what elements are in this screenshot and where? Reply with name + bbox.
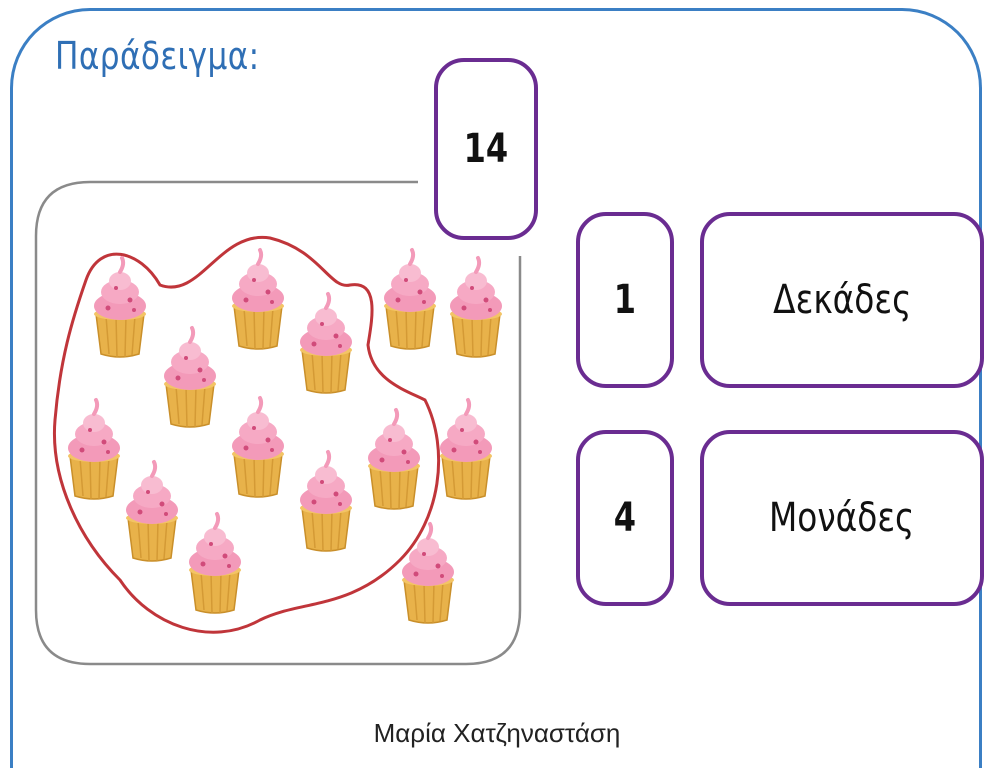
units-label: Μονάδες (769, 495, 915, 541)
cupcake (92, 256, 148, 359)
total-number: 14 (463, 126, 509, 172)
group-outline (52, 235, 441, 634)
cupcake-ungrouped (400, 522, 456, 625)
cupcake (187, 512, 243, 615)
units-label-box: Μονάδες (700, 430, 984, 606)
cupcake (230, 396, 286, 499)
cupcake (366, 408, 422, 511)
tens-label: Δεκάδες (772, 277, 912, 323)
cupcake-ungrouped (438, 398, 494, 501)
cupcake (298, 292, 354, 395)
author-credit: Μαρία Χατζηναστάση (373, 718, 621, 748)
cupcake (124, 460, 180, 563)
page-frame (10, 8, 982, 768)
cupcake-ungrouped (382, 248, 438, 351)
cupcake (298, 450, 354, 553)
units-digit: 4 (613, 495, 637, 541)
tens-digit: 1 (613, 277, 637, 323)
tens-digit-box: 1 (576, 212, 674, 388)
units-digit-box: 4 (576, 430, 674, 606)
cupcake (230, 248, 286, 351)
tray-outline (34, 180, 522, 666)
cupcake (162, 326, 218, 429)
total-number-box: 14 (434, 58, 538, 240)
cupcake-ungrouped (448, 256, 504, 359)
tens-label-box: Δεκάδες (700, 212, 984, 388)
example-title: Παράδειγμα: (55, 34, 260, 78)
cupcake (66, 398, 122, 501)
